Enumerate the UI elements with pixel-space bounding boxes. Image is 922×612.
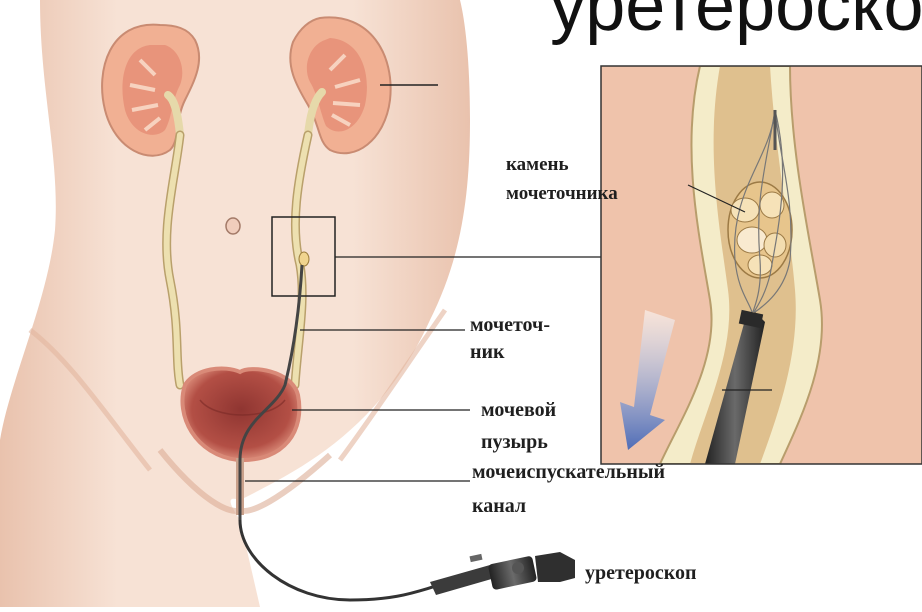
label-stone-line1: камень xyxy=(506,154,569,175)
label-ureter-line2: ник xyxy=(470,341,505,363)
label-bladder-line1: мочевой xyxy=(481,399,556,421)
label-urethra-line1: мочеиспускательный xyxy=(472,461,665,483)
stone-small xyxy=(299,252,309,266)
label-ureteroscope: уретероскоп xyxy=(585,562,696,584)
title-fragment: уретероскопия xyxy=(550,0,922,46)
navel xyxy=(226,218,240,234)
label-urethra-line2: канал xyxy=(472,495,526,517)
label-stone-line2: мочеточника xyxy=(506,183,618,204)
scope-cable xyxy=(240,520,440,600)
label-bladder-line2: пузырь xyxy=(481,431,548,453)
torso-silhouette xyxy=(0,0,470,607)
inset-magnified-view xyxy=(601,66,922,464)
label-ureter-line1: мочеточ- xyxy=(470,314,550,336)
ureteroscope-device xyxy=(430,552,575,595)
